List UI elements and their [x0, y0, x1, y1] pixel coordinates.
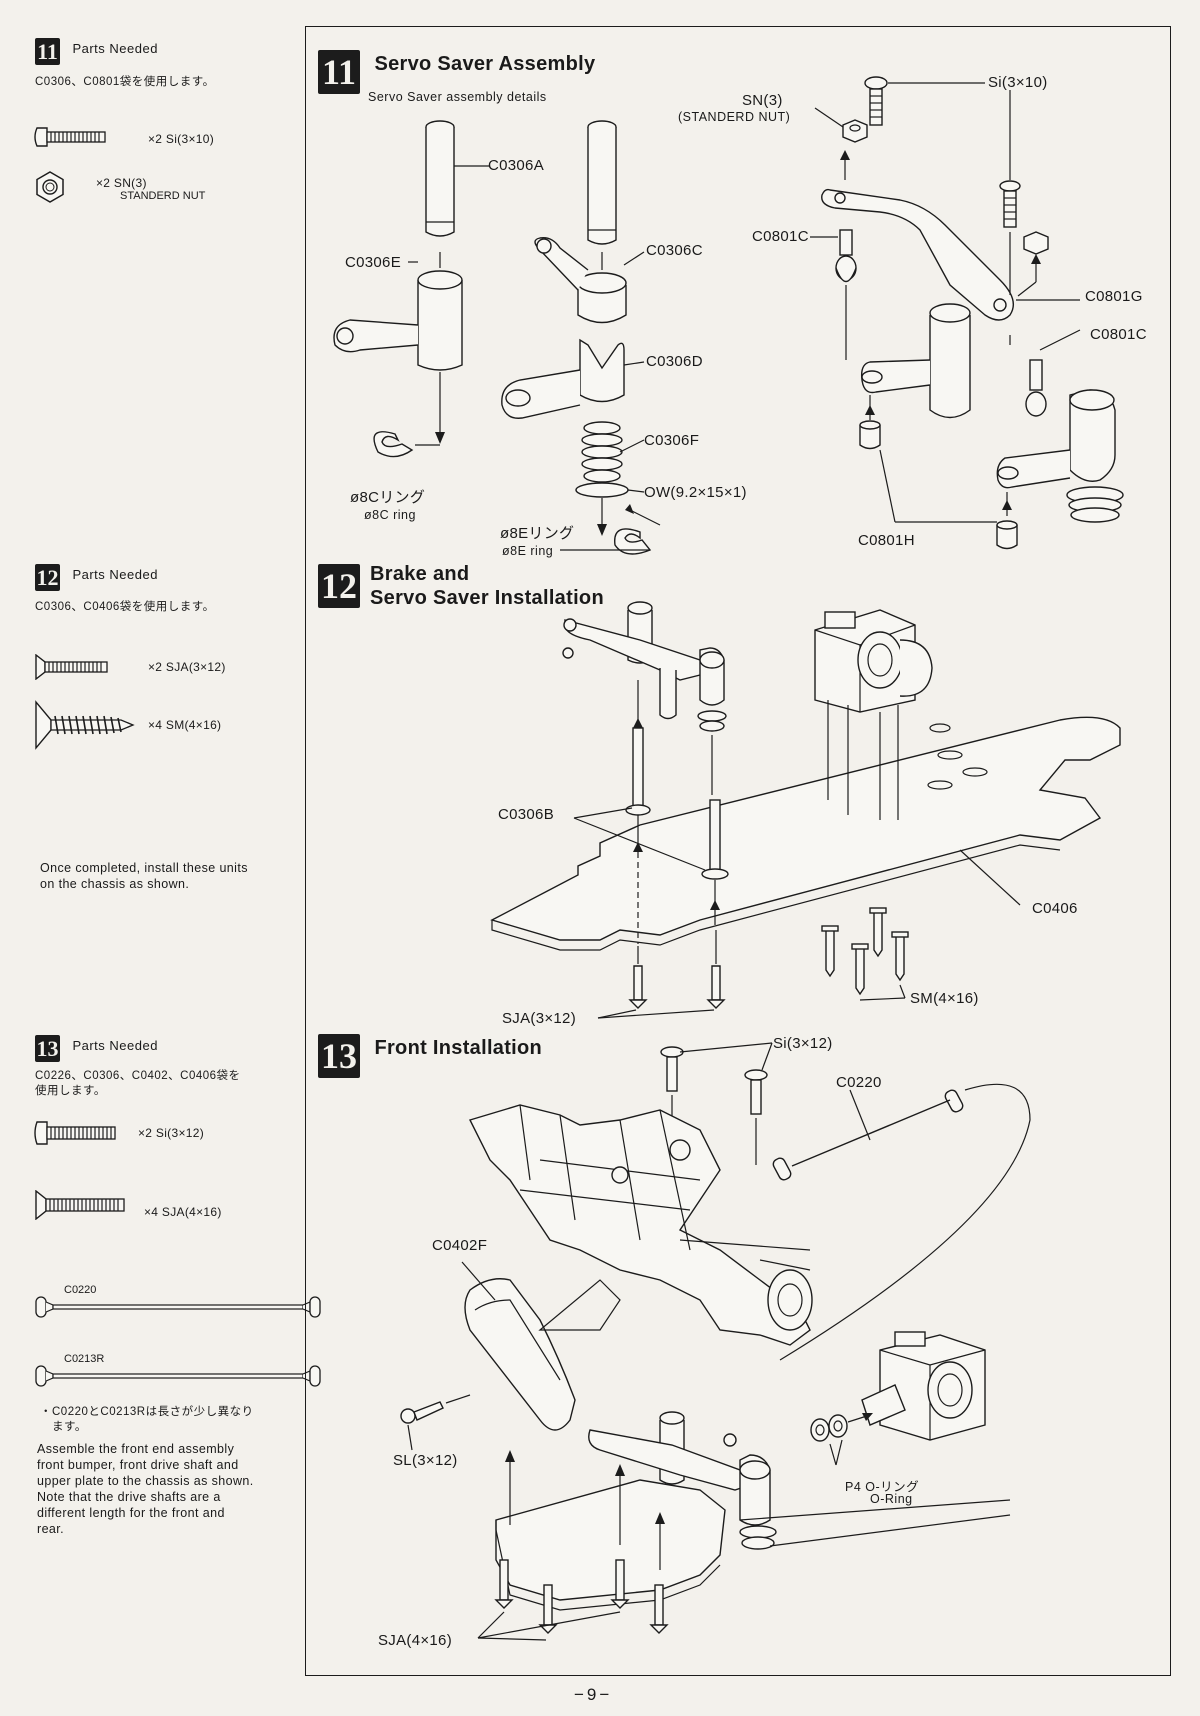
countersunk-screw-icon [35, 654, 108, 680]
callout-label: (STANDERD NUT) [678, 110, 791, 124]
callout-label: C0306E [345, 254, 402, 271]
pan-head-screw-icon [34, 1121, 116, 1145]
hex-nut-icon [36, 171, 64, 203]
callout-label: ø8C ring [364, 508, 416, 522]
callout-label: C0306A [488, 157, 545, 174]
step-subtitle: Servo Saver assembly details [368, 90, 547, 104]
callout-label: SL(3×12) [393, 1452, 458, 1469]
bags-note: C0226、C0306、C0402、C0406袋を 使用します。 [35, 1070, 241, 1097]
callout-label: C0801G [1085, 288, 1143, 305]
shaft-label: C0220 [64, 1284, 97, 1296]
drive-shaft-icon [35, 1296, 321, 1318]
parts-11-header: 11 Parts Needed [35, 38, 158, 65]
callout-label: Si(3×12) [773, 1035, 833, 1052]
chassis-installation-drawing [490, 601, 1121, 1019]
callout-label: OW(9.2×15×1) [644, 484, 747, 501]
callout-label: C0801H [858, 532, 915, 549]
step-title: Brake and Servo Saver Installation [370, 563, 604, 609]
qty-label: ×2 Si(3×12) [138, 1126, 205, 1140]
parts-title: Parts Needed [72, 41, 158, 56]
shaft-label: C0213R [64, 1353, 105, 1365]
callout-label: Si(3×10) [988, 74, 1048, 91]
pan-head-screw-icon [34, 127, 106, 147]
callout-label: ø8Eリング [500, 525, 575, 542]
instruction-frame [305, 26, 1171, 1676]
callout-label: SM(4×16) [910, 990, 979, 1007]
qty-label: ×2 SJA(3×12) [148, 660, 226, 674]
drive-shaft-icon [35, 1365, 321, 1387]
callout-label: C0306C [646, 242, 703, 259]
qty-label: ×4 SM(4×16) [148, 718, 222, 732]
step-badge: 12 [318, 564, 360, 608]
qty-label: ×2 Si(3×10) [148, 132, 215, 146]
qty-label: ×2 SN(3) [96, 176, 147, 190]
callout-label: C0801C [752, 228, 809, 245]
callout-label: SJA(3×12) [502, 1010, 576, 1027]
countersunk-screw-icon [35, 1190, 125, 1220]
callout-label: C0801C [1090, 326, 1147, 343]
callout-label: ø8Cリング [350, 489, 426, 506]
callout-label: C0406 [1032, 900, 1078, 917]
step-13-heading: 13 Front Installation [318, 1034, 542, 1078]
step-title: Servo Saver Assembly [374, 53, 596, 75]
parts-title: Parts Needed [72, 567, 158, 582]
qty-label: ×4 SJA(4×16) [144, 1205, 222, 1219]
page-number: −9− [574, 1685, 613, 1704]
bags-note: C0306、C0406袋を使用します。 [35, 601, 215, 613]
step-badge: 13 [318, 1034, 360, 1078]
callout-label: C0306B [498, 806, 555, 823]
step-12-heading: 12 [318, 564, 360, 608]
step-badge: 11 [35, 38, 60, 65]
callout-label: SJA(4×16) [378, 1632, 452, 1649]
jp-note: ・C0220とC0213Rは長さが少し異なり ます。 [40, 1406, 254, 1433]
instruction-text: Once completed, install these units on t… [40, 861, 248, 891]
qty-sublabel: STANDERD NUT [120, 190, 206, 202]
tapping-screw-icon [35, 700, 135, 750]
callout-label: C0220 [836, 1074, 882, 1091]
callout-label: P4 O-リング [845, 1480, 920, 1494]
step-11-heading: 11 Servo Saver Assembly [318, 50, 595, 94]
callout-label: C0402F [432, 1237, 488, 1254]
step-badge: 13 [35, 1035, 60, 1062]
instruction-text: Assemble the front end assembly front bu… [37, 1442, 254, 1536]
parts-13-header: 13 Parts Needed [35, 1035, 158, 1062]
servo-saver-detail-drawing [333, 76, 1124, 555]
callout-label: C0306D [646, 353, 703, 370]
parts-title: Parts Needed [72, 1038, 158, 1053]
callout-label: ø8E ring [502, 544, 554, 558]
parts-12-header: 12 Parts Needed [35, 564, 158, 591]
step-badge: 11 [318, 50, 360, 94]
bags-note: C0306、C0801袋を使用します。 [35, 76, 215, 88]
step-title: Front Installation [374, 1037, 543, 1059]
front-installation-drawing [400, 1042, 1031, 1641]
callout-label: O-Ring [870, 1492, 913, 1506]
callout-label: SN(3) [742, 92, 783, 109]
callout-label: C0306F [644, 432, 700, 449]
step-badge: 12 [35, 564, 60, 591]
